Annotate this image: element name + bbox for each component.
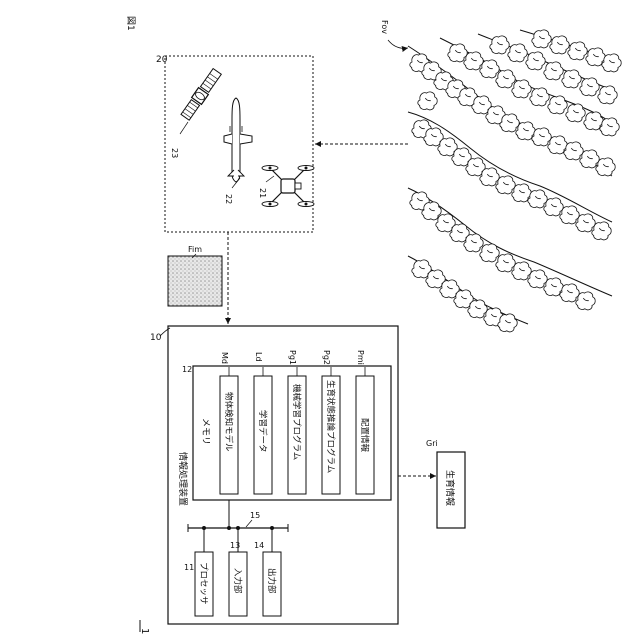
growth-info-box: 生育情報 — [437, 452, 465, 528]
svg-text:配置情報: 配置情報 — [359, 418, 370, 453]
svg-text:学習データ: 学習データ — [257, 410, 268, 453]
memory-item-growth-program: 生育状態推論プログラム — [322, 376, 340, 494]
memory-item-ml-program: 機械学習プログラム — [288, 376, 306, 494]
svg-text:物体検知モデル: 物体検知モデル — [223, 392, 234, 452]
processor-ref: 11 — [184, 563, 194, 572]
bus-ref: 15 — [250, 511, 260, 520]
memory-title: メモリ — [200, 418, 210, 445]
svg-text:出力部: 出力部 — [266, 568, 277, 594]
memory-item-placement-info: 配置情報 — [356, 376, 374, 494]
platforms-ref: 20 — [156, 55, 168, 65]
placement-info-ref: Pmi — [356, 350, 365, 365]
satellite-icon — [180, 68, 222, 121]
svg-text:プロセッサ: プロセッサ — [198, 562, 208, 605]
crop-plant — [416, 89, 440, 114]
field-of-view-ref: Fov — [380, 20, 389, 34]
drone-icon — [262, 166, 314, 207]
svg-text:機械学習プログラム: 機械学習プログラム — [291, 384, 302, 460]
info-device-title: 情報処理装置 — [177, 452, 189, 506]
object-model-ref: Md — [220, 352, 229, 364]
memory-item-object-model: 物体検知モデル — [220, 376, 238, 494]
airplane-ref: 22 — [224, 194, 233, 204]
input-ref: 13 — [230, 541, 240, 550]
info-device-ref: 10 — [150, 333, 162, 343]
output-ref: 14 — [254, 541, 264, 550]
bus-node-memory — [227, 526, 231, 530]
bus-ref-leader — [246, 520, 252, 527]
ml-program-ref: Pg1 — [288, 350, 297, 365]
system-ref: 1 — [139, 628, 150, 634]
figure-label: 図1 — [125, 16, 136, 31]
crop-plants — [408, 27, 624, 336]
airplane-icon — [224, 98, 252, 182]
processor-box: プロセッサ — [195, 552, 213, 616]
svg-text:入力部: 入力部 — [232, 568, 243, 594]
satellite-ref-leader — [180, 122, 188, 134]
learning-data-ref: Ld — [254, 352, 263, 362]
satellite-ref: 23 — [170, 148, 179, 158]
svg-text:生育情報: 生育情報 — [444, 470, 456, 506]
output-box: 出力部 — [263, 552, 281, 616]
field-of-view-arrow — [388, 40, 408, 48]
memory-ref: 12 — [182, 365, 192, 374]
growth-program-ref: Pg2 — [322, 350, 331, 365]
drone-ref-leader — [266, 176, 274, 182]
captured-image-ref: Fim — [188, 245, 202, 254]
drone-ref: 21 — [258, 188, 267, 198]
growth-info-ref: Gri — [426, 439, 438, 448]
svg-text:生育状態推論プログラム: 生育状態推論プログラム — [325, 380, 336, 473]
memory-item-learning-data: 学習データ — [254, 376, 272, 494]
captured-image-thumbnail — [168, 256, 222, 306]
input-box: 入力部 — [229, 552, 247, 616]
